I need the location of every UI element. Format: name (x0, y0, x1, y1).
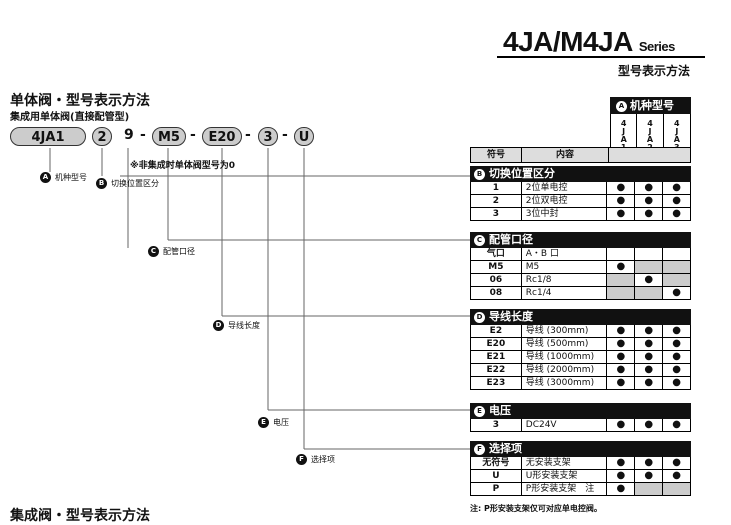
letter-c-icon: C (148, 246, 159, 257)
letter-e-icon: E (258, 417, 269, 428)
code-dash: - (140, 127, 146, 143)
table-header: 符号内容 (470, 147, 691, 163)
letter-f-icon: F (474, 443, 485, 455)
code-dash: - (245, 127, 251, 143)
page-subtitle: 型号表示方法 (618, 64, 691, 78)
letter-f-icon: F (296, 454, 307, 465)
section-subtitle: 集成用单体阀(直接配管型) (10, 112, 130, 123)
letter-d-icon: D (474, 311, 485, 323)
code-part-option: U (294, 127, 314, 146)
letter-a-icon: A (616, 100, 627, 112)
code-dash: - (282, 127, 288, 143)
connector-lines (49, 148, 470, 450)
code-part-switch: 2 (92, 127, 112, 146)
letter-c-icon: C (474, 234, 485, 246)
code-part-model: 4JA1 (10, 127, 86, 146)
section-title: 单体阀・型号表示方法 (10, 93, 150, 109)
manifold-note: ※非集成时单体阀型号为0 (130, 161, 236, 171)
footnote: 注: P形安装支架仅可对应单电控阀。 (470, 504, 602, 513)
next-section-title: 集成阀・型号表示方法 (10, 508, 150, 524)
header-code: 符号 (471, 148, 522, 162)
header-content: 内容 (522, 148, 609, 162)
table-row: 无符号无安装支架●●● (470, 457, 691, 470)
letter-e-icon: E (474, 405, 485, 417)
letter-a-icon: A (40, 172, 51, 183)
letter-b-icon: B (96, 178, 107, 189)
code-part-voltage: 3 (258, 127, 278, 146)
code-part-port: M5 (152, 127, 186, 146)
code-part-lead: E20 (202, 127, 242, 146)
letter-d-icon: D (213, 320, 224, 331)
title-rule (497, 56, 705, 58)
code-part-manifold: 9 (124, 127, 134, 143)
code-dash: - (190, 127, 196, 143)
letter-b-icon: B (474, 168, 485, 180)
